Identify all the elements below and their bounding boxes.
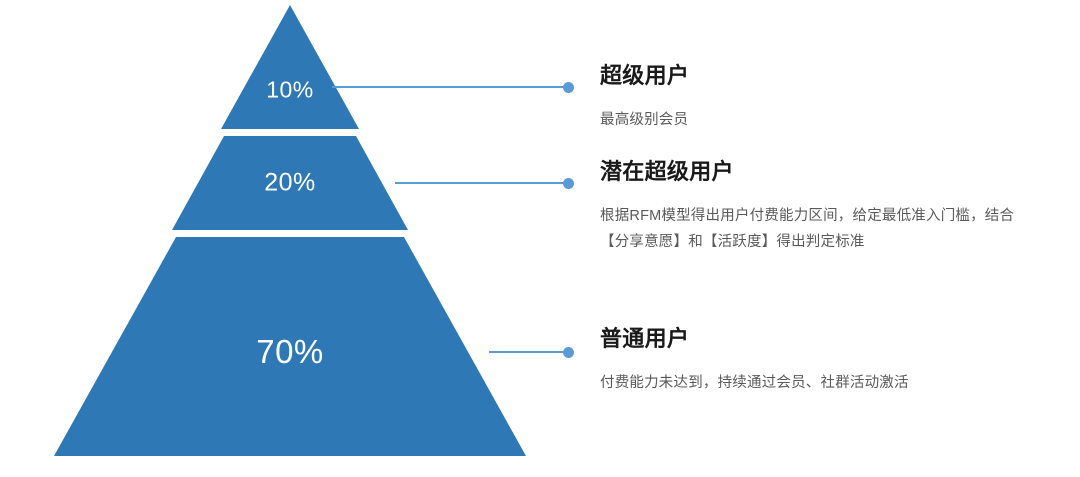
leader-line-middle: [395, 176, 574, 190]
pyramid-percent-bottom: 70%: [256, 333, 324, 370]
legend-title-regular-user: 普通用户: [600, 326, 690, 351]
leader-dot-icon: [563, 177, 574, 189]
leader-dot-icon: [563, 81, 574, 93]
leader-line-segment: [489, 351, 564, 353]
pyramid-tier-top[interactable]: [221, 5, 359, 129]
pyramid-percent-middle: 20%: [264, 168, 316, 197]
legend-item-super-user: 超级用户 最高级别会员: [600, 62, 1050, 133]
legend-description-regular-user: 付费能力未达到，持续通过会员、社群活动激活: [600, 374, 909, 391]
pyramid-tier-bottom[interactable]: [54, 237, 526, 456]
legend-title-potential-super-user: 潜在超级用户: [600, 159, 734, 184]
pyramid-percent-top: 10%: [266, 76, 314, 103]
leader-line-segment: [395, 182, 564, 184]
pyramid-chart: 10% 20% 70%: [54, 5, 574, 456]
legend-column: 超级用户 最高级别会员 潜在超级用户 根据RFM模型得出用户付费能力区间，给定最…: [600, 0, 1080, 477]
legend-title-super-user: 超级用户: [600, 63, 690, 88]
leader-line-top: [332, 80, 574, 94]
leader-line-segment: [332, 86, 564, 88]
leader-line-bottom: [489, 345, 574, 359]
pyramid-tier-middle[interactable]: [172, 136, 408, 230]
legend-description-super-user: 最高级别会员: [600, 111, 689, 128]
pyramid-shape: [54, 5, 526, 456]
legend-description-potential-super-user: 根据RFM模型得出用户付费能力区间，给定最低准入门槛，结合【分享意愿】和【活跃度…: [600, 207, 1015, 251]
legend-item-potential-super-user: 潜在超级用户 根据RFM模型得出用户付费能力区间，给定最低准入门槛，结合【分享意…: [600, 158, 1050, 256]
leader-dot-icon: [563, 346, 574, 358]
legend-item-regular-user: 普通用户 付费能力未达到，持续通过会员、社群活动激活: [600, 325, 1050, 396]
